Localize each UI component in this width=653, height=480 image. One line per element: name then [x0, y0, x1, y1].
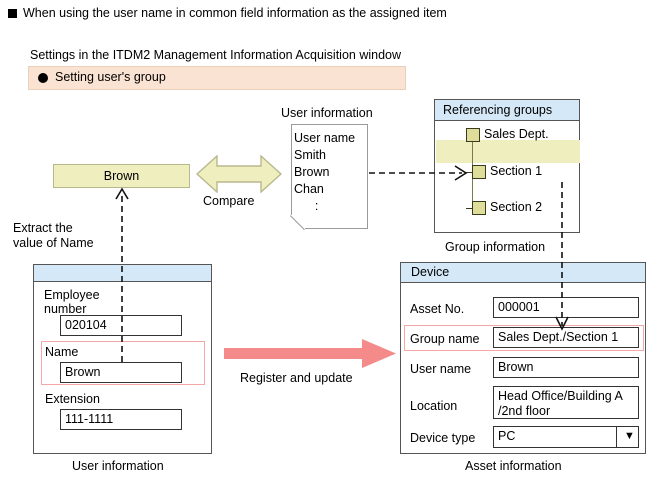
name-value: Brown [65, 365, 101, 379]
tree-label-section-2[interactable]: Section 2 [490, 200, 543, 214]
note-row: Smith [294, 148, 326, 162]
employee-number-value: 020104 [65, 318, 107, 332]
tree-branch-stub [466, 208, 472, 209]
location-value: Head Office/Building A/2nd floor [498, 389, 623, 418]
arrowhead-to-extracted [115, 187, 129, 200]
tree-row-highlight [436, 140, 580, 163]
tree-node-icon[interactable] [472, 165, 486, 179]
tree-branch-stub [466, 172, 472, 173]
extension-input[interactable]: 111-1111 [60, 409, 182, 430]
square-bullet-icon [8, 9, 17, 18]
note-row: : [294, 199, 319, 213]
extracted-value-box: Brown [53, 164, 190, 188]
device-window-titlebar: Device [401, 263, 645, 283]
extension-value: 111-1111 [65, 412, 114, 426]
compare-label: Compare [203, 194, 255, 208]
setting-users-group-banner: Setting user's group [28, 66, 406, 90]
field-label-device-type: Device type [410, 431, 476, 445]
field-label-asset-no: Asset No. [410, 302, 465, 316]
register-and-update-label: Register and update [240, 371, 353, 385]
location-input[interactable]: Head Office/Building A/2nd floor [493, 386, 639, 419]
group-information-caption: Group information [445, 240, 546, 254]
user-information-note: User name Smith Brown Chan : [290, 124, 368, 231]
chevron-down-icon[interactable]: ▼ [616, 427, 638, 447]
field-label-location: Location [410, 399, 458, 413]
group-name-value: Sales Dept./Section 1 [498, 330, 619, 344]
tree-label-sales-dept[interactable]: Sales Dept. [484, 127, 549, 141]
extracted-value-text: Brown [103, 169, 140, 183]
tree-node-icon[interactable] [472, 201, 486, 215]
note-paper [291, 124, 368, 229]
field-label-extension: Extension [45, 392, 100, 406]
user-information-window-caption: User information [72, 459, 164, 473]
field-label-group-name: Group name [410, 332, 480, 346]
settings-subtitle: Settings in the ITDM2 Management Informa… [30, 48, 402, 62]
tree-node-icon[interactable] [466, 128, 480, 142]
note-row: User name [294, 131, 356, 145]
device-type-value: PC [498, 429, 516, 443]
group-name-input[interactable]: Sales Dept./Section 1 [493, 327, 639, 348]
double-arrow-icon [196, 155, 282, 193]
note-row: Chan [294, 182, 324, 196]
device-type-select[interactable]: PC ▼ [493, 426, 639, 448]
note-row: Brown [294, 165, 330, 179]
field-label-name: Name [45, 345, 79, 359]
group-name-field-highlight [404, 325, 644, 351]
asset-no-value: 000001 [498, 300, 540, 314]
referencing-groups-panel: Referencing groups [434, 99, 580, 233]
user-name-value: Brown [498, 360, 534, 374]
page-title: When using the user name in common field… [23, 6, 447, 20]
user-name-input[interactable]: Brown [493, 357, 639, 378]
circle-bullet-icon [38, 73, 48, 83]
name-field-highlight [41, 341, 205, 385]
referencing-groups-title: Referencing groups [443, 103, 553, 117]
right-arrow-icon [224, 339, 396, 368]
device-window-title: Device [411, 265, 450, 279]
setting-banner-label: Setting user's group [55, 70, 166, 84]
employee-number-input[interactable]: 020104 [60, 315, 182, 336]
name-input[interactable]: Brown [60, 362, 182, 383]
referencing-groups-titlebar: Referencing groups [435, 100, 579, 121]
user-window-titlebar [34, 265, 211, 282]
asset-no-input[interactable]: 000001 [493, 297, 639, 318]
tree-label-section-1[interactable]: Section 1 [490, 164, 543, 178]
field-label-user-name: User name [410, 362, 472, 376]
user-information-note-caption: User information [281, 106, 373, 120]
asset-information-caption: Asset information [465, 459, 562, 473]
